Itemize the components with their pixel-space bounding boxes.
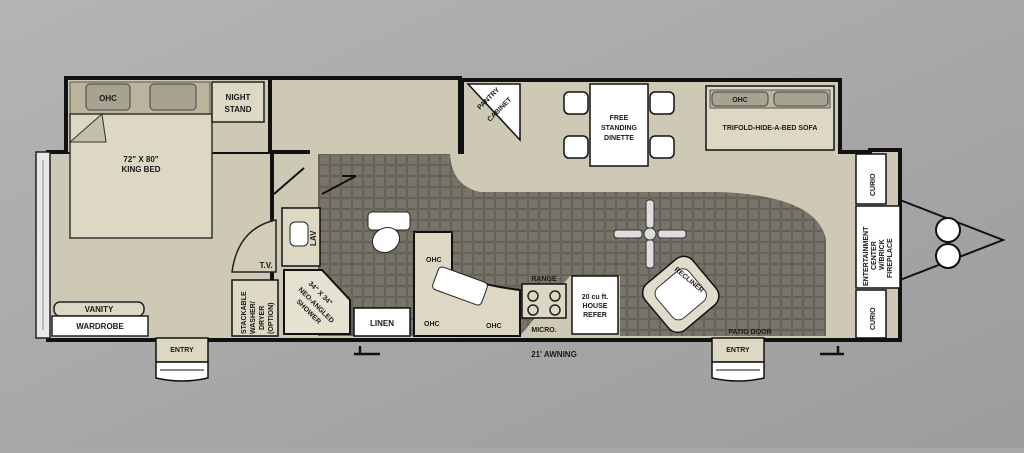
neo-angled-shower [283,269,351,335]
curio-top [855,153,887,205]
kitchen-ohc-2: OHC [424,321,440,328]
kitchen-ohc-1: OHC [426,257,442,264]
washer-label-3: DRYER [259,306,266,330]
recliner [641,255,720,334]
lav-label: LAV [309,230,318,246]
dinette-label-1: FREE [610,115,629,122]
linen-label: LINEN [370,319,394,328]
entertainment-center [855,205,901,289]
refer-label-3: REFER [583,312,607,319]
ent-label-4: FIREPLACE [887,238,894,278]
washer-label-4: (OPTION) [268,303,275,335]
bed-size-label: 72" X 80" [123,155,158,164]
sofa-ohc-label: OHC [732,97,748,104]
living: PANTRY CABINET FREE STANDING DINETTE OHC… [466,83,835,336]
tv-label: T.V. [259,261,272,270]
patio-door-label: PATIO DOOR [728,329,771,336]
kitchen-sink [432,266,488,306]
house-refer [571,275,619,335]
micro-label: MICRO. [531,327,556,334]
curio-bottom [855,289,887,339]
refer-label-2: HOUSE [583,303,608,310]
ent-label-2: CENTER [871,241,878,270]
night-stand-label-1: NIGHT [226,93,251,102]
awning-label: 21' AWNING [531,350,577,359]
washer-dryer [231,279,279,337]
dinette-table [589,83,649,167]
entry-label-rear: ENTRY [170,347,194,354]
ceiling-fan [613,199,687,269]
linen-closet [353,307,411,337]
front-wall: CURIO ENTERTAINMENT CENTER W/BRICK FIREP… [855,153,901,339]
bed-ohc-label: OHC [99,94,117,103]
bedroom: OHC 72" X 80" KING BED NIGHT STAND VANIT… [35,81,265,339]
night-stand-label-2: STAND [225,105,252,114]
dinette-label-2: STANDING [601,125,638,132]
bed-name-label: KING BED [121,165,160,174]
chair [649,135,675,159]
ent-label-3: W/BRICK [879,239,886,270]
curio-label-top: CURIO [870,173,877,196]
vanity-label: VANITY [85,305,114,314]
washer-label-2: WASHER/ [250,301,257,334]
entries: ENTRY ENTRY 21' AWNING [155,337,844,382]
wardrobe [51,315,149,337]
refer-label-1: 20 cu ft. [582,294,609,301]
hitch [899,199,1006,281]
chair [563,91,589,115]
wardrobe-label: WARDROBE [76,322,124,331]
kitchen-ohc-3: OHC [486,323,502,330]
sofa-label: TRIFOLD-HIDE-A-BED SOFA [723,125,818,132]
kitchen: OHC OHC OHC RANGE MICRO. 20 cu ft. HOUSE… [413,231,619,337]
dinette-label-3: DINETTE [604,135,634,142]
chair [563,135,589,159]
curio-label-bottom: CURIO [870,307,877,330]
ent-label-1: ENTERTAINMENT [863,226,870,286]
range-label: RANGE [531,276,557,283]
lav-sink [289,221,309,247]
toilet [367,211,411,254]
chair [649,91,675,115]
night-stand [211,81,265,123]
washer-label-1: STACKABLE [241,291,248,334]
bathroom: T.V. STACKABLE WASHER/ DRYER (OPTION) LA… [231,150,411,337]
entry-label-front: ENTRY [726,347,750,354]
